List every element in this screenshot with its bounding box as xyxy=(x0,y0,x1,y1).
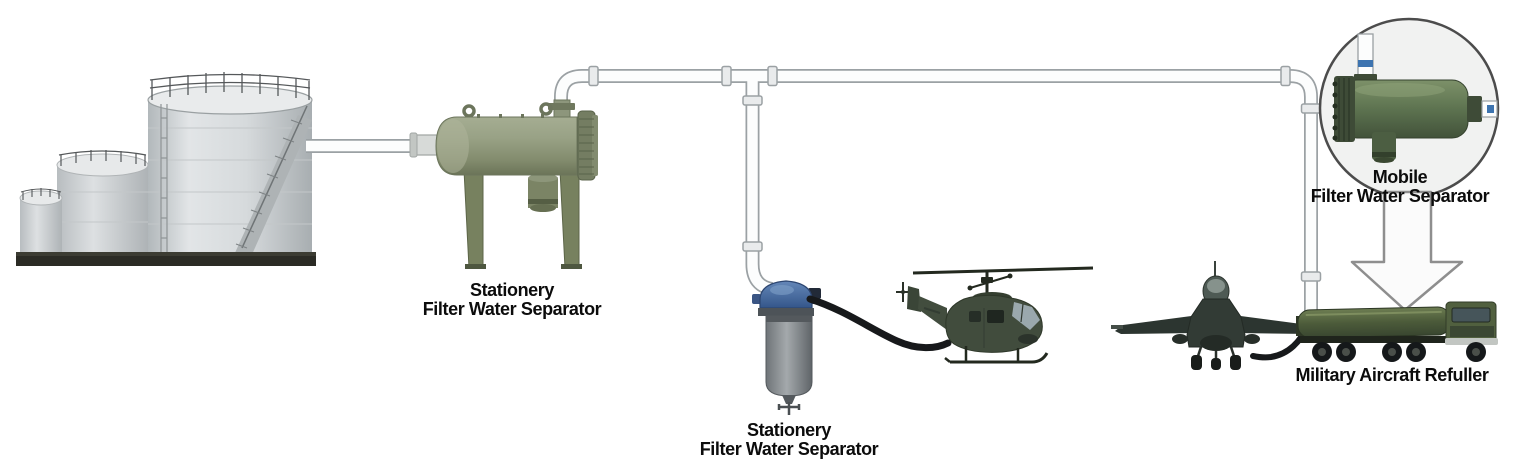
label-mobile-separator: Mobile Filter Water Separator xyxy=(1311,168,1490,206)
label-line: Stationery xyxy=(469,280,555,300)
tank-medium xyxy=(56,150,149,260)
hose-to-helicopter xyxy=(806,295,952,352)
helicopter xyxy=(896,266,1094,364)
windshield xyxy=(1012,302,1040,330)
mobile-vessel-drain-pot xyxy=(1372,132,1396,163)
intake xyxy=(1200,335,1232,351)
vessel-drain-pot xyxy=(528,174,558,212)
lifting-lug xyxy=(462,104,476,118)
tail-boom xyxy=(918,296,947,330)
stationary-filter-water-separator-1 xyxy=(409,99,598,269)
label-line: Filter Water Separator xyxy=(422,299,602,319)
tank-large xyxy=(147,72,313,262)
tank-ladder xyxy=(160,104,168,261)
tank-small xyxy=(19,188,63,258)
label-line: Mobile xyxy=(1372,167,1428,187)
arrow-shape xyxy=(1350,190,1464,312)
tank-railing xyxy=(20,188,62,200)
tank-railing xyxy=(149,72,311,100)
main-rotor xyxy=(912,266,1094,300)
tail-fin xyxy=(907,286,921,312)
vessel-shell xyxy=(435,116,578,176)
label-line: Filter Water Separator xyxy=(699,439,879,459)
fuel-storage-tanks xyxy=(16,72,316,266)
label-stationary-separator-1: Stationery Filter Water Separator xyxy=(423,281,602,319)
drain-valve xyxy=(777,395,801,415)
mobile-vessel-flange xyxy=(1332,76,1355,142)
landing-skids xyxy=(944,346,1049,364)
mobile-separator-detail xyxy=(1318,17,1500,199)
tail-rotor xyxy=(896,282,910,302)
label-refueller: Military Aircraft Refuller xyxy=(1296,366,1489,385)
truck-cab xyxy=(1445,301,1498,345)
mobile-vessel-outlet xyxy=(1467,96,1498,122)
vessel-legs xyxy=(463,169,582,269)
pipe-couplings xyxy=(588,65,1322,282)
label-line: Filter Water Separator xyxy=(1310,186,1490,206)
tank-staircase xyxy=(234,105,312,259)
shell-studs xyxy=(477,114,544,118)
fuselage xyxy=(1186,298,1246,348)
label-line: Stationery xyxy=(746,420,832,440)
refueller-truck xyxy=(1296,301,1498,362)
tank-railing xyxy=(58,150,147,166)
mobile-vessel-top-pipe xyxy=(1354,33,1377,83)
fighter-jet xyxy=(1111,261,1320,370)
landing-gear xyxy=(1191,346,1241,370)
truck-wheels xyxy=(1312,342,1486,362)
chassis xyxy=(1300,336,1492,343)
down-arrow xyxy=(1350,190,1464,312)
label-line: Military Aircraft Refuller xyxy=(1295,365,1489,385)
filter-collar xyxy=(758,308,814,316)
lifting-lug xyxy=(539,102,553,116)
end-flange xyxy=(577,110,598,181)
door-window xyxy=(987,310,1004,323)
label-stationary-separator-2: Stationery Filter Water Separator xyxy=(700,421,879,459)
